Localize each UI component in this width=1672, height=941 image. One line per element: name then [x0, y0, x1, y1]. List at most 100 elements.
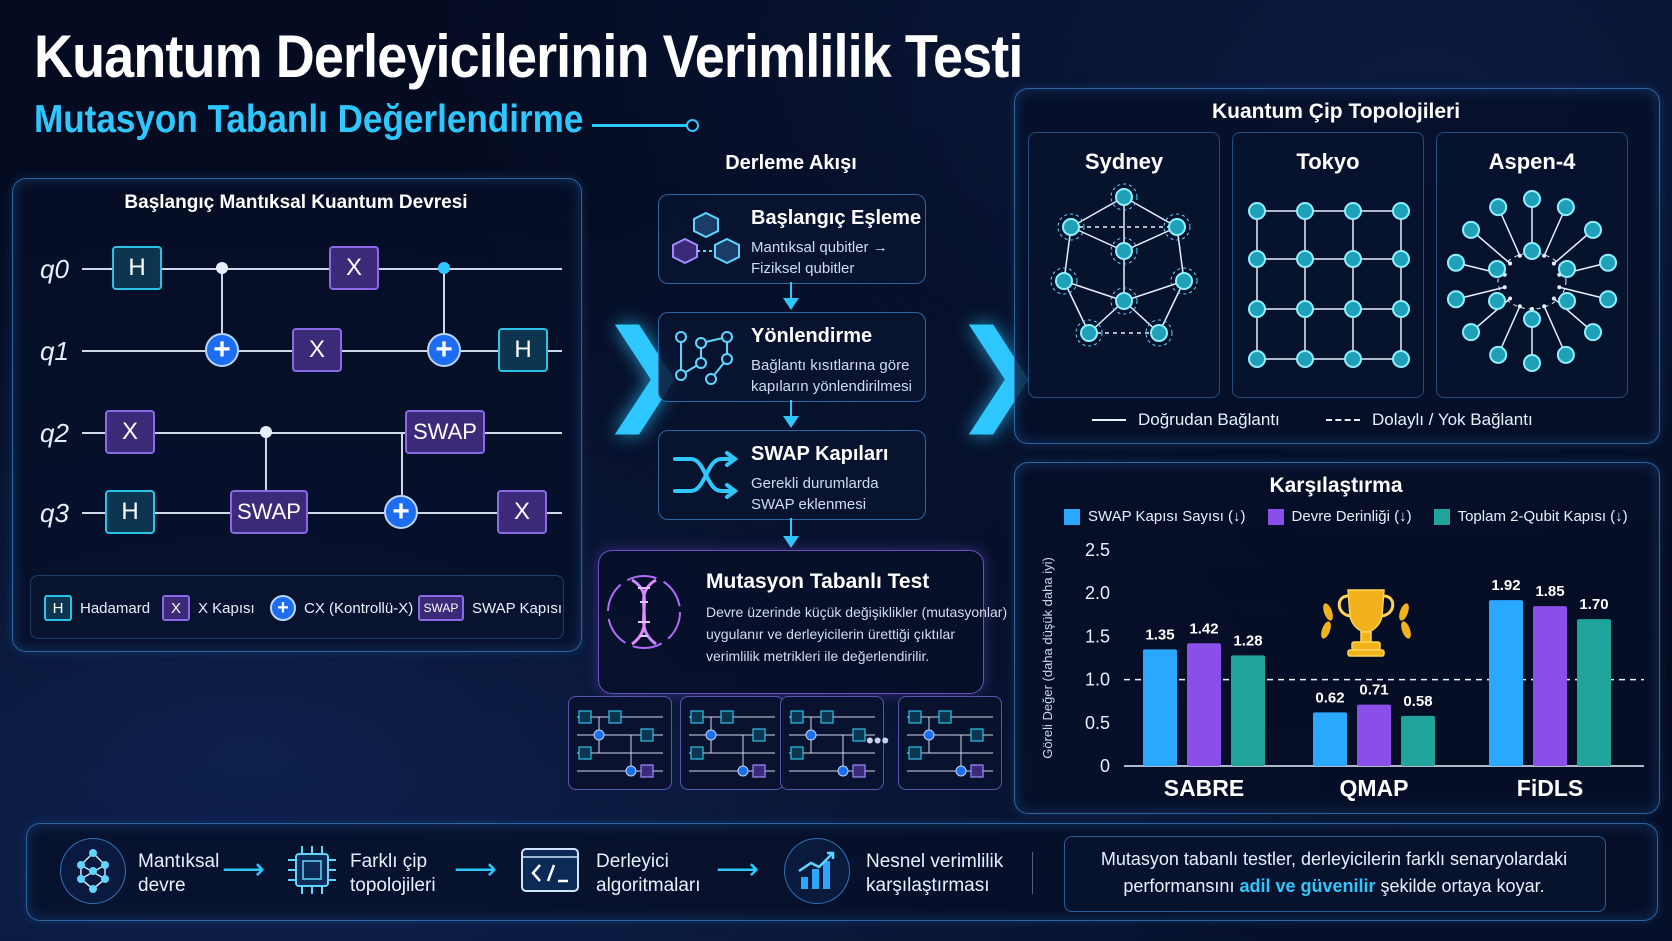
- legend-hadamard: H Hadamard: [44, 595, 150, 621]
- footer-step-line: karşılaştırması: [866, 875, 990, 896]
- mini-circuit-icon: [577, 710, 663, 778]
- cx-connector: [221, 268, 223, 350]
- flow-step-initial-mapping: Başlangıç Eşleme Mantıksal qubitler → Fi…: [658, 194, 926, 284]
- junction-dot: [1557, 285, 1562, 290]
- qubit-node: [1150, 324, 1168, 342]
- bar: [1231, 655, 1265, 766]
- bar-value-label: 1.70: [1579, 596, 1608, 613]
- qubit-node: [1344, 250, 1362, 268]
- code-icon: [520, 845, 580, 895]
- mini-gate: [790, 746, 804, 760]
- mini-gate: [852, 728, 866, 742]
- sydney-topology-graph: [1050, 183, 1198, 347]
- tokyo-topology-graph: [1248, 202, 1410, 368]
- subtitle-decor-dot: [686, 119, 699, 132]
- junction-dot: [1542, 253, 1547, 258]
- summary-text: performansını: [1123, 876, 1240, 896]
- bar: [1401, 715, 1435, 766]
- mini-cx: [625, 765, 637, 777]
- mini-cx: [955, 765, 967, 777]
- x-gate: X: [105, 410, 155, 454]
- qubit-node: [1488, 260, 1506, 278]
- topology-edge: [1070, 226, 1125, 252]
- junction-dot: [1551, 296, 1556, 301]
- mini-gate: [938, 710, 952, 724]
- mini-gate: [640, 728, 654, 742]
- qubit-node: [1556, 198, 1575, 217]
- flow-step-routing: Yönlendirme Bağlantı kısıtlarına göre ka…: [658, 312, 926, 402]
- bar-value-label: 1.35: [1145, 626, 1174, 643]
- mutation-title: Mutasyon Tabanlı Test: [706, 570, 930, 593]
- bar-value-label: 0.62: [1315, 689, 1344, 706]
- footer-step-label: Nesnel verimlilik karşılaştırması: [866, 850, 1003, 898]
- mini-cx: [805, 729, 817, 741]
- arrow-right-icon: ⟶: [454, 853, 498, 886]
- footer-summary-box: [1064, 836, 1606, 912]
- footer-step-label: Farklı çip topolojileri: [350, 850, 436, 898]
- topology-edge: [1176, 226, 1185, 282]
- qubit-node: [1115, 242, 1133, 260]
- circuit-title: Başlangıç Mantıksal Kuantum Devresi: [124, 192, 468, 213]
- qubit-node: [1080, 324, 1098, 342]
- mini-circuit-icon: [789, 710, 875, 778]
- qubit-node: [1558, 292, 1576, 310]
- qubit-node: [1583, 323, 1602, 342]
- bar-chart-icon: [784, 838, 850, 904]
- qubit-node: [1296, 250, 1314, 268]
- hadamard-gate: H: [105, 490, 155, 534]
- y-tick-label: 0.5: [1085, 713, 1110, 733]
- legend-label: Dolaylı / Yok Bağlantı: [1372, 410, 1533, 429]
- qubit-node: [1558, 260, 1576, 278]
- qubit-node: [1062, 218, 1080, 236]
- qubit-halo: [1110, 183, 1138, 211]
- footer-divider: [1032, 852, 1033, 894]
- bar: [1313, 712, 1347, 766]
- qubit-halo: [1163, 213, 1191, 241]
- qubit-node: [1488, 292, 1506, 310]
- cx-legend-icon: +: [270, 595, 296, 621]
- cx-target-icon: +: [205, 333, 239, 367]
- flow-step-desc: Gerekli durumlarda: [751, 475, 879, 492]
- category-label: QMAP: [1340, 775, 1409, 801]
- chip-aspen: Aspen-4: [1436, 132, 1628, 398]
- page-subtitle: Mutasyon Tabanlı Değerlendirme: [34, 98, 584, 141]
- comparison-title: Karşılaştırma: [1269, 474, 1403, 497]
- mini-gate: [608, 710, 622, 724]
- qubit-node: [1462, 220, 1481, 239]
- flow-step-swap: SWAP Kapıları Gerekli durumlarda SWAP ek…: [658, 430, 926, 520]
- category-label: FiDLS: [1517, 775, 1583, 801]
- mini-gate: [690, 710, 704, 724]
- control-dot: [438, 262, 450, 274]
- qubit-node: [1344, 300, 1362, 318]
- qubit-halo: [1075, 319, 1103, 347]
- qubit-halo: [1057, 213, 1085, 241]
- bar-value-label: 0.71: [1359, 682, 1388, 699]
- qubit-halo: [1145, 319, 1173, 347]
- qubit-node: [1392, 250, 1410, 268]
- legend-swatch: [1064, 508, 1080, 525]
- qubit-node: [1446, 253, 1465, 272]
- bar: [1187, 643, 1221, 766]
- routing-graph-icon: [675, 331, 733, 385]
- bar-value-label: 1.92: [1491, 577, 1520, 594]
- footer-step-line: topolojileri: [350, 875, 436, 896]
- swap-legend-icon: SWAP: [418, 595, 464, 621]
- dashed-line-icon: [1326, 419, 1360, 421]
- mini-cx: [923, 729, 935, 741]
- mini-circuit-icon: [907, 710, 993, 778]
- flow-step-desc: kapıların yönlendirilmesi: [751, 378, 912, 395]
- topology-title: Kuantum Çip Topolojileri: [1211, 100, 1461, 123]
- legend-direct: Doğrudan Bağlantı: [1092, 410, 1280, 430]
- legend-indirect: Dolaylı / Yok Bağlantı: [1326, 410, 1533, 430]
- topology-edge: [1063, 280, 1090, 334]
- legend-label: Doğrudan Bağlantı: [1138, 410, 1280, 429]
- mini-gate: [908, 746, 922, 760]
- arrow-right-icon: ⟶: [222, 853, 266, 886]
- legend-swatch: [1267, 508, 1284, 525]
- x-gate: X: [292, 328, 342, 372]
- qubit-node: [1344, 350, 1362, 368]
- mini-gate-mutated: [852, 764, 866, 778]
- qubit-node: [1523, 242, 1541, 260]
- qubit-node: [1599, 290, 1618, 309]
- cx-target-icon: +: [384, 495, 418, 529]
